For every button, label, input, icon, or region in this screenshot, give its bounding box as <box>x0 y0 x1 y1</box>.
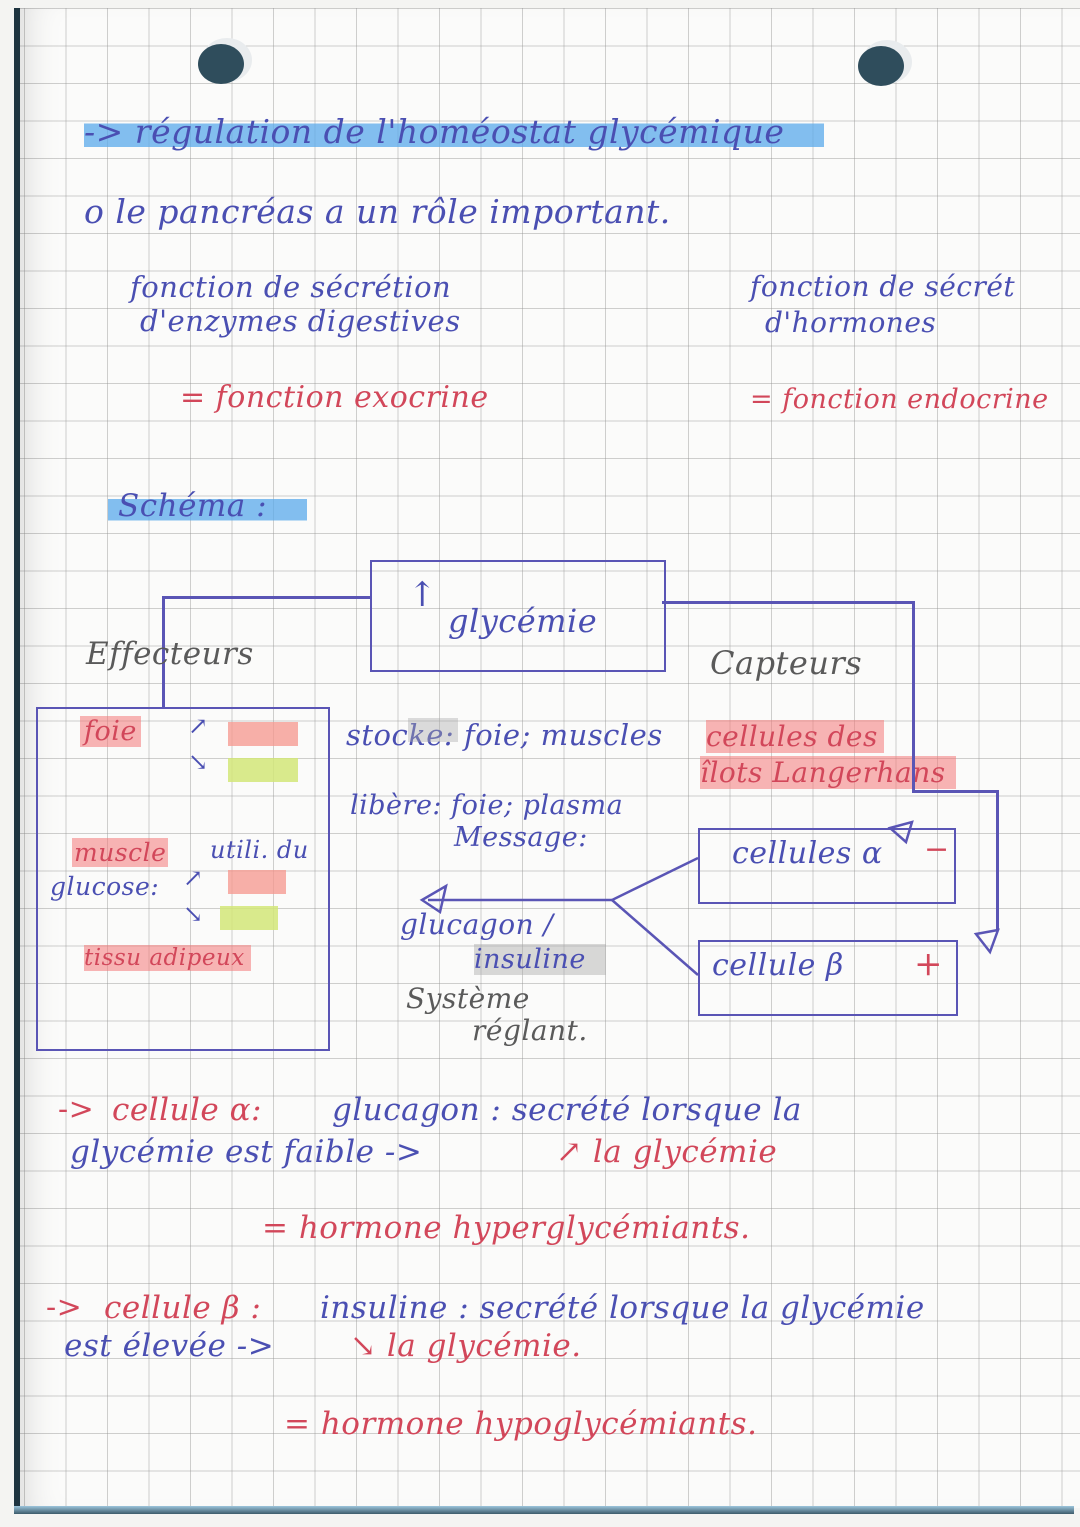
punch-hole-left <box>198 44 244 84</box>
alpha-cells-label: cellules α <box>732 836 883 871</box>
glycemie-box <box>370 560 666 672</box>
up-arrow-icon: ↑ <box>408 575 437 615</box>
muscle-label: muscle <box>72 838 169 867</box>
exocrine-line2: d'enzymes digestives <box>140 304 461 338</box>
foie-label: foie <box>80 716 141 747</box>
arrow-down-icon: ↘ <box>183 900 204 928</box>
stocke-line: stocke: foie; muscles <box>346 718 663 752</box>
plus-sign: + <box>914 944 943 984</box>
effecteurs-label: Effecteurs <box>86 636 254 672</box>
muscle-note: utili. du <box>210 836 309 864</box>
alpha-cell-label: cellule α: <box>112 1092 262 1128</box>
beta-note-line2: est élevée -> <box>64 1328 275 1364</box>
connector-line <box>162 596 370 599</box>
connector-line <box>912 601 915 731</box>
connector-line <box>912 790 998 793</box>
minus-sign: − <box>924 832 950 867</box>
green-highlight-swatch <box>228 758 298 782</box>
exocrine-line1: fonction de sécrétion <box>130 270 452 304</box>
arrow-right-icon: -> <box>46 1290 83 1325</box>
connector-line <box>996 790 999 930</box>
beta-note-line1: insuline : secrété lorsque la glycémie <box>320 1290 925 1326</box>
arrow-right-icon: -> <box>58 1092 95 1127</box>
beta-cell-label: cellule β : <box>104 1290 262 1326</box>
connector-line <box>662 601 914 604</box>
intro-line: o le pancréas a un rôle important. <box>84 192 671 231</box>
systeme-line1: Système <box>406 982 530 1015</box>
connector-line <box>162 596 165 708</box>
grey-highlight <box>408 718 458 742</box>
alpha-effect: ↗ la glycémie <box>556 1134 778 1170</box>
schema-heading: Schéma : <box>108 488 308 524</box>
effecteurs-box <box>36 707 330 1051</box>
alpha-note-line2: glycémie est faible -> <box>70 1134 423 1170</box>
beta-cells-box <box>698 940 958 1016</box>
beta-effect: ↘ la glycémie. <box>350 1328 582 1364</box>
alpha-cells-box <box>698 828 956 904</box>
alpha-conclusion: = hormone hyperglycémiants. <box>262 1210 751 1246</box>
green-highlight-swatch <box>220 906 278 930</box>
hormones-line1: glucagon / <box>400 908 554 941</box>
notebook-edge <box>14 1506 1074 1514</box>
capteurs-label: Capteurs <box>710 644 863 682</box>
arrow-up-icon: ↗ <box>183 864 204 892</box>
arrow-down-icon: ↘ <box>188 748 209 776</box>
capteurs-cells-line1: cellules des <box>706 720 884 753</box>
endocrine-line2: d'hormones <box>765 306 937 339</box>
alpha-note-line1: glucagon : secrété lorsque la <box>332 1092 802 1128</box>
red-highlight-swatch <box>228 722 298 746</box>
systeme-line2: réglant. <box>472 1014 588 1047</box>
beta-conclusion: = hormone hypoglycémiants. <box>284 1406 758 1442</box>
connector-line <box>912 730 915 790</box>
glucose-label: glucose: <box>50 872 160 901</box>
red-highlight-swatch <box>228 870 286 894</box>
tissu-label: tissu adipeux <box>84 945 251 971</box>
exocrine-equals: = fonction exocrine <box>180 380 489 415</box>
beta-cells-label: cellule β <box>712 948 844 983</box>
glycemie-label: glycémie <box>448 602 598 640</box>
endocrine-line1: fonction de sécrét <box>750 270 1016 303</box>
page-title: -> régulation de l'homéostat glycémique <box>84 112 825 151</box>
libere-line: libère: foie; plasma <box>350 790 624 821</box>
arrow-up-icon: ↗ <box>188 712 209 740</box>
hormones-line2: insuline <box>474 944 606 975</box>
punch-hole-right <box>858 46 904 86</box>
message-label: Message: <box>454 822 588 853</box>
endocrine-equals: = fonction endocrine <box>750 384 1049 415</box>
